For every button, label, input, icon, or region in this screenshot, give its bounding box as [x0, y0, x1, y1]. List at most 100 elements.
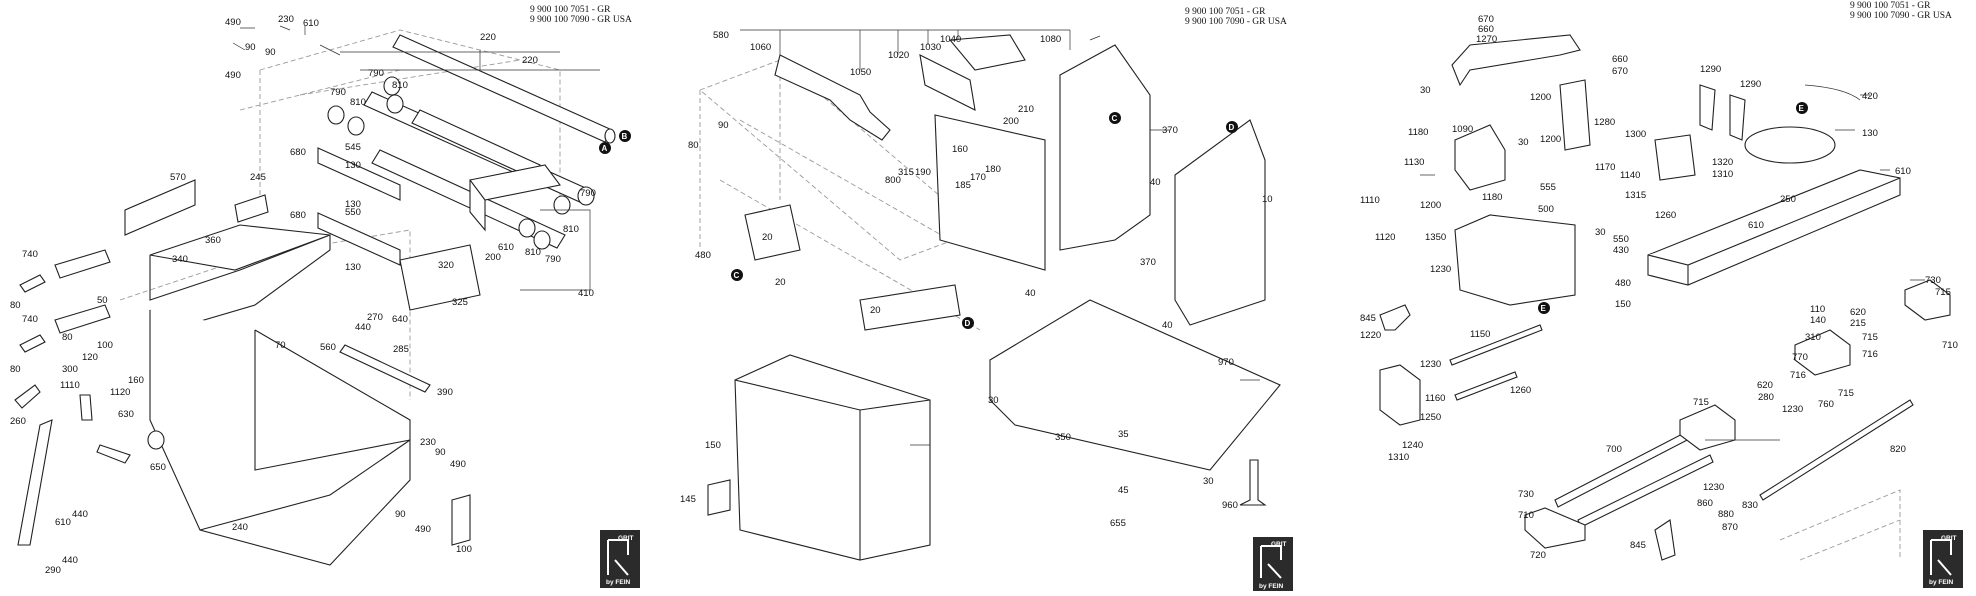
label: 1170	[1595, 162, 1615, 173]
label: 1230	[1430, 264, 1451, 275]
label: 20	[775, 277, 786, 288]
label: 860	[1697, 498, 1713, 509]
label: 610	[1895, 166, 1911, 177]
label: 200	[485, 252, 501, 263]
label: 1290	[1740, 79, 1761, 90]
label: 350	[1055, 432, 1071, 443]
label: 130	[345, 160, 361, 171]
label: 1090	[1452, 124, 1473, 135]
sheet-1-plate-245	[234, 194, 269, 223]
label: 40	[1162, 320, 1173, 331]
sheet-1-lever-285	[339, 344, 431, 393]
label: 1270	[1476, 34, 1497, 45]
label: 610	[1748, 220, 1764, 231]
label: 90	[395, 509, 406, 520]
label: 370	[1162, 125, 1178, 136]
sheet-1-center-block	[469, 164, 561, 232]
label: 1220	[1360, 330, 1381, 341]
label: 285	[393, 344, 409, 355]
sheet-3-rod-820	[1759, 399, 1914, 501]
sheet-3-rod-700	[1554, 429, 1694, 508]
label: 1310	[1712, 169, 1733, 180]
label: 250	[1780, 194, 1796, 205]
label: 610	[303, 18, 319, 29]
label: 30	[1420, 85, 1431, 96]
label: 70	[275, 340, 286, 351]
label: 300	[62, 364, 78, 375]
sheet-3-block-710	[1524, 507, 1586, 549]
label: 90	[265, 47, 276, 58]
label: 370	[1140, 257, 1156, 268]
sheet-3-handle-845-lower	[1654, 519, 1676, 561]
label: 1230	[1420, 359, 1441, 370]
label: 45	[1118, 485, 1129, 496]
label: 640	[392, 314, 408, 325]
label: 40	[1025, 288, 1036, 299]
sheet-3-plate-1300	[1654, 134, 1696, 181]
sheet-1-left-parts	[14, 249, 165, 546]
label: 215	[1850, 318, 1866, 329]
svg-text:GRIT: GRIT	[618, 535, 634, 542]
svg-text:E: E	[1541, 304, 1547, 313]
sheet-3-housing-1350	[1454, 214, 1576, 306]
label: 1080	[1040, 34, 1061, 45]
label: 220	[480, 32, 496, 43]
sheet-2-arm-1050	[774, 54, 891, 141]
label: 810	[392, 80, 408, 91]
sheet-2-marker-d-1: D	[1226, 121, 1238, 133]
label: 80	[10, 300, 21, 311]
sheet-2-plate-145	[707, 479, 731, 516]
sheet-2-leaders	[740, 29, 1260, 446]
sheet-3-clip-1290-a	[1699, 84, 1716, 131]
label: 1200	[1540, 134, 1561, 145]
label: 200	[1003, 116, 1019, 127]
label: 1140	[1620, 170, 1640, 181]
label: 830	[1742, 500, 1758, 511]
svg-text:D: D	[965, 319, 971, 328]
sheet-3: 9 900 100 7051 - GR 9 900 100 7090 - GR …	[1360, 1, 1963, 588]
label: 50	[97, 295, 108, 306]
svg-text:C: C	[734, 271, 740, 280]
label: 430	[1613, 245, 1629, 256]
label: 670	[1478, 14, 1494, 25]
sheet-2-header-line-2: 9 900 100 7090 - GR USA	[1185, 17, 1287, 27]
sheet-3-disc-130	[1744, 126, 1836, 164]
label: 150	[705, 440, 721, 451]
sheet-3-rod-720	[1577, 454, 1714, 528]
label: 80	[688, 140, 699, 151]
label: 1320	[1712, 157, 1733, 168]
label: 20	[870, 305, 881, 316]
sheet-1-leaders	[232, 25, 600, 291]
svg-text:GRIT: GRIT	[1271, 541, 1287, 548]
label: 715	[1862, 332, 1878, 343]
label: 1150	[1470, 329, 1490, 340]
sheet-2-grit-logo: GRIT by FEIN	[1253, 537, 1293, 591]
label: 490	[415, 524, 431, 535]
label: 715	[1838, 388, 1854, 399]
label: 110	[1810, 304, 1825, 315]
label: 555	[1540, 182, 1556, 193]
label: 1310	[1388, 452, 1409, 463]
svg-text:GRIT: GRIT	[1941, 535, 1957, 542]
sheet-1-box-640	[399, 244, 481, 311]
label: 490	[225, 17, 241, 28]
label: 1180	[1408, 127, 1428, 138]
label: 280	[1758, 392, 1774, 403]
label: 130	[345, 199, 361, 210]
label: 320	[438, 260, 454, 271]
label: 140	[1810, 315, 1826, 326]
label: 270	[367, 312, 383, 323]
sheet-2-bracket-1030	[919, 54, 976, 111]
label: 820	[1890, 444, 1906, 455]
label: 570	[170, 172, 186, 183]
label: 1050	[850, 67, 871, 78]
label: 190	[915, 167, 931, 178]
sheet-1-main-body	[149, 224, 411, 566]
label: 716	[1790, 370, 1806, 381]
label: 1250	[1420, 412, 1441, 423]
label: 730	[1518, 489, 1534, 500]
sheet-2-foot-960	[1239, 459, 1267, 506]
sheet-3-block-710-right	[1904, 279, 1951, 321]
sheet-3-bracket-1240	[1379, 364, 1421, 426]
